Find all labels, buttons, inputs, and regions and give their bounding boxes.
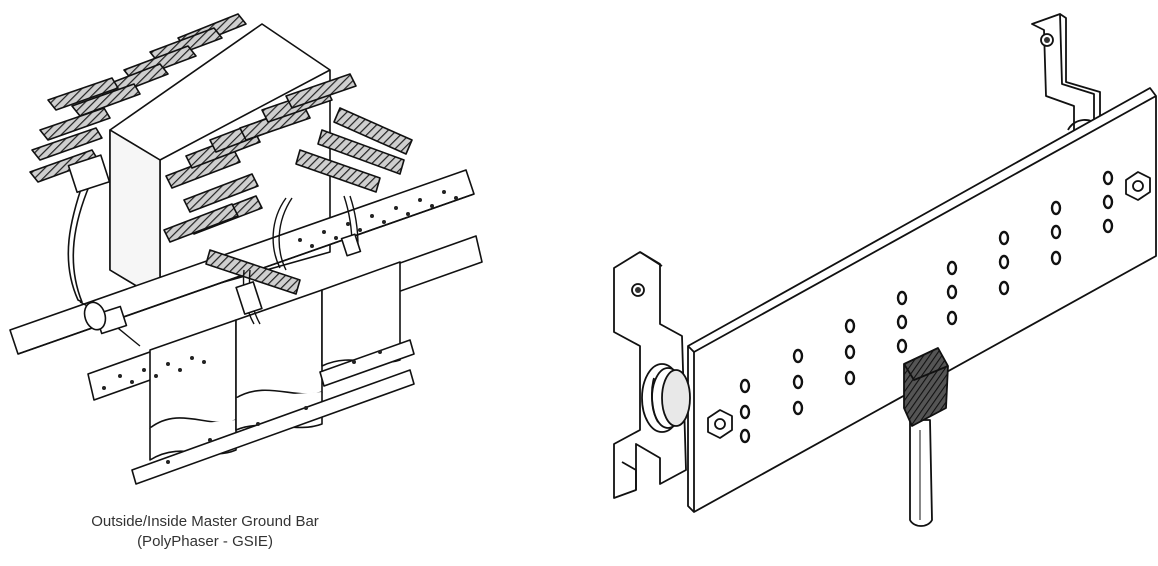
left-clamp <box>67 154 111 194</box>
left-bolt <box>707 409 733 439</box>
right-assembly <box>613 13 1157 527</box>
left-bar-holes <box>102 190 458 464</box>
connector-blocks <box>83 233 362 335</box>
figure-caption: Outside/Inside Master Ground Bar (PolyPh… <box>30 512 380 552</box>
caption-line-2: (PolyPhaser - GSIE) <box>137 533 273 550</box>
right-bar-holes <box>739 170 1114 444</box>
cable-lug <box>903 347 949 527</box>
back-studs <box>29 13 247 183</box>
hanging-plates <box>149 261 401 461</box>
left-assembly <box>9 13 483 485</box>
front-studs <box>163 73 413 295</box>
bottom-bus-bar <box>131 339 415 485</box>
caption-line-1: Outside/Inside Master Ground Bar <box>91 513 319 530</box>
left-insulator <box>641 363 691 433</box>
main-ground-bar <box>687 87 1157 513</box>
right-bolt <box>1125 171 1151 201</box>
left-strap <box>67 179 91 303</box>
